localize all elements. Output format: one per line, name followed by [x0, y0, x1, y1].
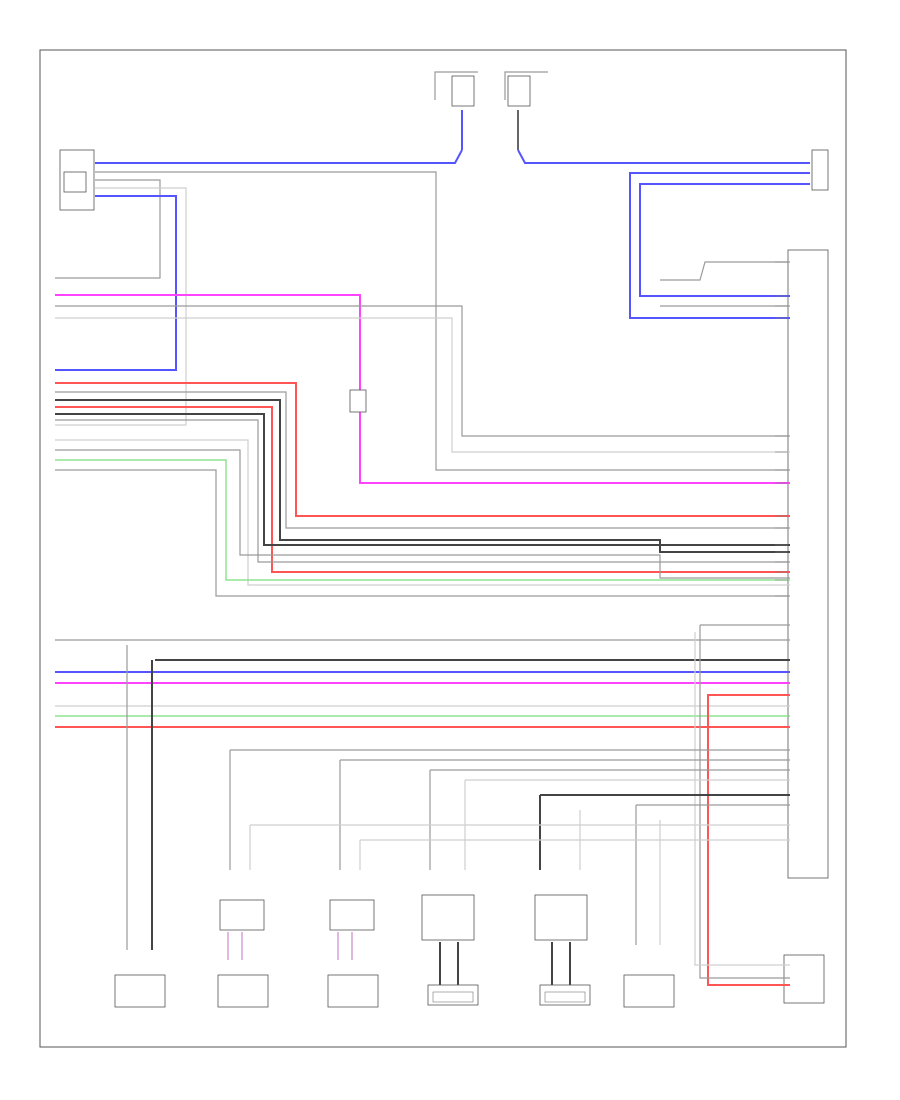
sensor-links	[227, 932, 571, 985]
connector-top-left	[59, 149, 95, 211]
rear-door-sensor-left	[114, 974, 166, 1008]
top-connector-left	[451, 75, 475, 107]
diagram-frame	[39, 49, 847, 1048]
bottom-sensor-5	[539, 984, 591, 1006]
rear-door-sensor-right	[623, 974, 675, 1008]
top-connector-right	[507, 75, 531, 107]
sensor-top-1	[219, 899, 265, 931]
inline-component	[349, 389, 367, 413]
sensor-top-3	[421, 894, 475, 941]
sensor-top-2	[329, 899, 375, 931]
ecu-pin-ticks	[775, 261, 788, 597]
bottom-sensor-3	[327, 974, 379, 1008]
top-connectors	[434, 71, 548, 150]
ecu-main	[787, 249, 829, 879]
bottom-sensor-4	[427, 984, 479, 1006]
sensor-top-4	[534, 894, 588, 941]
connector-top-right	[811, 149, 829, 191]
bottom-right-module	[783, 954, 825, 1004]
bottom-sensor-2	[217, 974, 269, 1008]
